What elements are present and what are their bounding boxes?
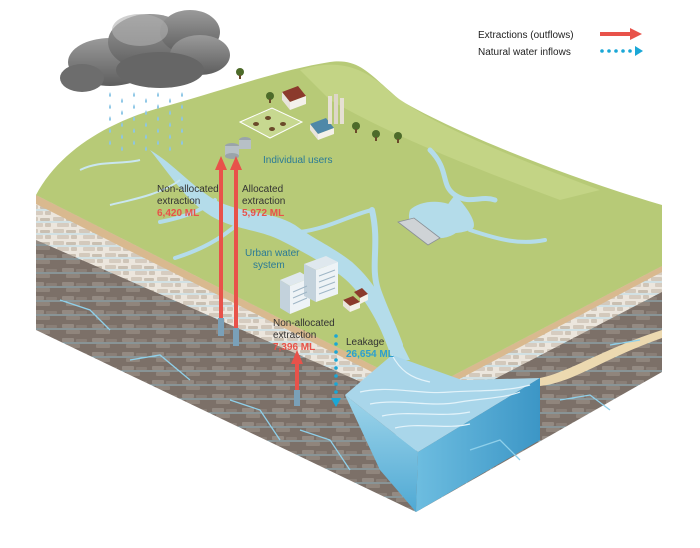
farmhouse: [282, 86, 306, 110]
raindrop: [133, 92, 135, 97]
extraction-pipe-allocated: [230, 156, 242, 346]
raindrop: [169, 122, 171, 127]
legend-extraction-arrow-icon: [600, 28, 642, 40]
value-left-extraction: 6,420 ML: [157, 208, 199, 219]
raindrop: [169, 110, 171, 115]
raindrop: [109, 128, 111, 133]
label-left-extraction-line1: Non-allocated: [157, 184, 219, 195]
legend-inflow-dots-icon: [600, 46, 643, 56]
raindrop: [133, 104, 135, 109]
raindrop: [121, 98, 123, 103]
raindrop: [157, 128, 159, 133]
sand-bank: [540, 330, 662, 386]
raindrop: [109, 104, 111, 109]
legend: Extractions (outflows) Natural water inf…: [478, 28, 643, 58]
groundwater-cracks: [59, 299, 641, 471]
cattle: [253, 116, 286, 131]
label-allocated-line2: extraction: [242, 196, 285, 207]
label-left-extraction-line2: extraction: [157, 196, 200, 207]
raindrop: [109, 140, 111, 145]
value-mid-extraction: 7,396 ML: [273, 342, 315, 353]
raindrop: [145, 146, 147, 151]
raindrop: [169, 98, 171, 103]
legend-inflows-label: Natural water inflows: [478, 47, 571, 58]
value-leakage: 26,654 ML: [346, 349, 394, 360]
raindrop: [145, 122, 147, 127]
raindrop: [157, 92, 159, 97]
label-urban-water-line2: system: [253, 260, 285, 271]
label-leakage: Leakage: [346, 337, 385, 348]
raindrop: [109, 116, 111, 121]
front-left-face: [36, 195, 416, 512]
raindrop: [121, 146, 123, 151]
raindrop: [133, 116, 135, 121]
raindrop: [181, 128, 183, 133]
extraction-pipe-left: [215, 156, 227, 336]
silos: [328, 94, 344, 124]
dam: [397, 217, 441, 246]
raindrop: [181, 140, 183, 145]
raindrop: [181, 104, 183, 109]
value-allocated-extraction: 5,972 ML: [242, 208, 284, 219]
trees: [236, 68, 402, 143]
label-mid-extraction-line2: extraction: [273, 330, 316, 341]
raindrop: [145, 110, 147, 115]
raindrop: [181, 116, 183, 121]
extraction-pipe-mid: [291, 350, 303, 406]
raindrop: [157, 140, 159, 145]
rain-cloud: [60, 10, 230, 92]
paddock: [238, 107, 304, 139]
raindrop: [157, 116, 159, 121]
raindrop: [169, 146, 171, 151]
raindrop: [169, 134, 171, 139]
grass-highlight: [300, 64, 600, 201]
raindrop: [121, 110, 123, 115]
label-mid-extraction-line1: Non-allocated: [273, 318, 335, 329]
label-urban-water-line1: Urban water: [245, 248, 300, 259]
urban-buildings: [280, 256, 368, 314]
legend-extractions-label: Extractions (outflows): [478, 30, 574, 41]
label-allocated-line1: Allocated: [242, 184, 283, 195]
raindrops: [109, 92, 183, 151]
raindrop: [133, 140, 135, 145]
raindrop: [145, 134, 147, 139]
raindrop: [121, 122, 123, 127]
water-tanks: [225, 137, 251, 159]
water-canyon: [345, 354, 540, 512]
raindrop: [157, 104, 159, 109]
raindrop: [121, 134, 123, 139]
grass-surface: [36, 61, 662, 396]
label-individual-users: Individual users: [263, 155, 332, 166]
raindrop: [145, 98, 147, 103]
raindrop: [133, 128, 135, 133]
leakage-inflow-dots: [331, 334, 341, 407]
raindrop: [109, 92, 111, 97]
raindrop: [181, 92, 183, 97]
